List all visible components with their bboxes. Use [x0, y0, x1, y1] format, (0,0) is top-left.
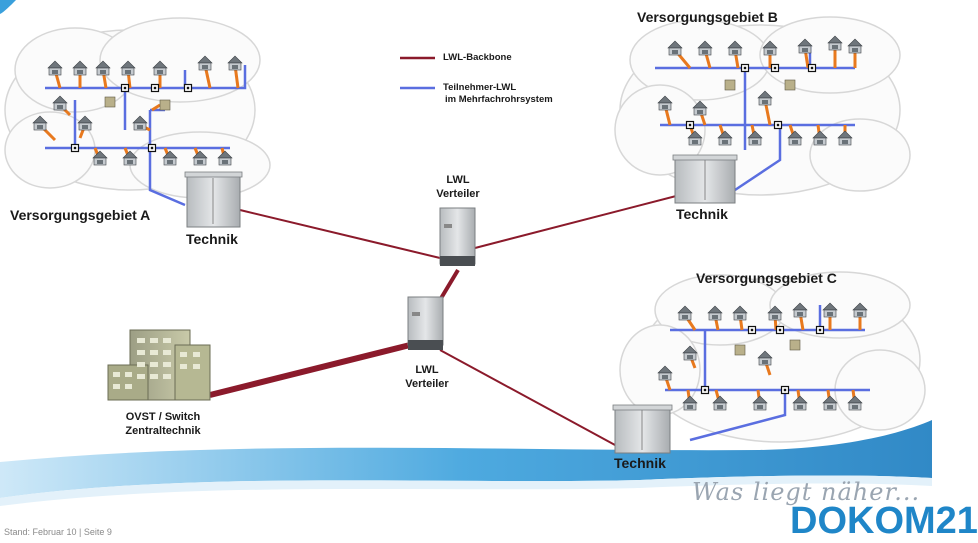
area-title-b: Versorgungsgebiet B	[637, 9, 778, 25]
central-label: OVST / Switch Zentraltechnik	[108, 410, 218, 438]
lwl-verteiler-upper-line1: LWL	[446, 174, 470, 186]
brand-logo: DOKOM21	[790, 500, 978, 542]
bottom-wave	[0, 420, 932, 498]
lwl-verteiler-upper-label: LWL Verteiler	[432, 173, 484, 201]
lwl-verteiler-lower	[407, 296, 444, 350]
area-title-a: Versorgungsgebiet A	[10, 207, 151, 223]
legend-backbone-label: LWL-Backbone	[443, 52, 512, 63]
area-title-c: Versorgungsgebiet C	[696, 270, 837, 286]
technik-label-b: Technik	[676, 206, 728, 222]
central-building	[107, 329, 211, 401]
corner-accent	[0, 0, 16, 14]
footer-text: Stand: Februar 10 | Seite 9	[4, 527, 112, 537]
network-area-b	[655, 35, 863, 192]
lwl-verteiler-lower-line2: Verteiler	[405, 378, 449, 390]
slogan: Was liegt näher...	[692, 478, 921, 506]
lwl-verteiler-upper	[439, 207, 476, 266]
legend-subscriber-line2: im Mehrfachrohrsystem	[445, 94, 553, 105]
central-label-line2: Zentraltechnik	[125, 425, 201, 437]
cloud-area-a	[4, 17, 271, 199]
lwl-verteiler-upper-line2: Verteiler	[436, 188, 480, 200]
technik-cabinet-a	[184, 171, 243, 228]
network-diagram	[0, 0, 932, 506]
lwl-verteiler-lower-line1: LWL	[415, 364, 439, 376]
technik-label-c: Technik	[614, 455, 666, 471]
technik-cabinet-b	[672, 154, 738, 204]
legend-subscriber-line1: Teilnehmer-LWL	[443, 82, 517, 93]
backbone-lines	[209, 194, 681, 446]
technik-cabinet-c	[612, 404, 673, 454]
lwl-verteiler-lower-label: LWL Verteiler	[398, 363, 456, 391]
network-area-c	[657, 302, 870, 442]
legend-subscriber-label: Teilnehmer-LWL im Mehrfachrohrsystem	[443, 82, 553, 106]
network-area-a	[32, 55, 247, 207]
technik-label-a: Technik	[186, 231, 238, 247]
central-label-line1: OVST / Switch	[125, 411, 201, 423]
